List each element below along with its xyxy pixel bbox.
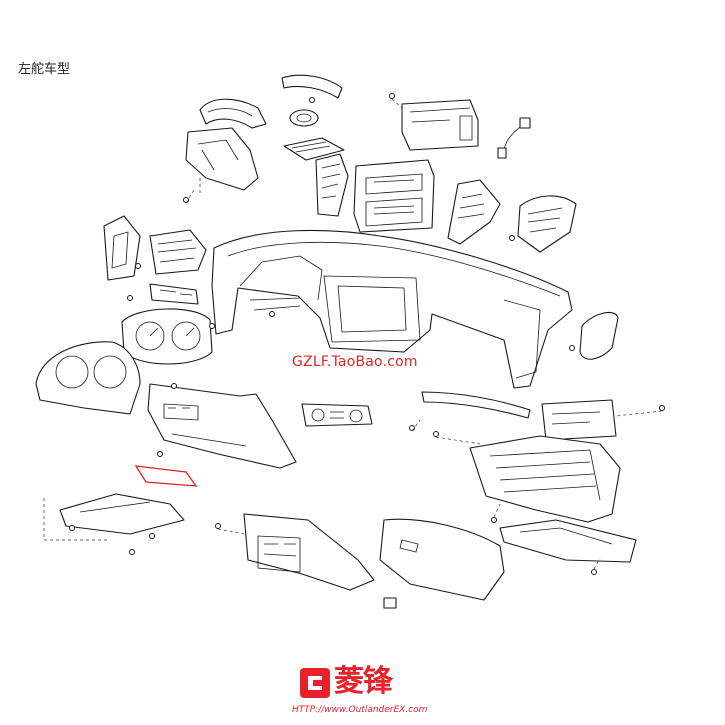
logo-url: HTTP://www.OutlanderEX.com <box>292 705 428 715</box>
meter-cluster <box>121 308 213 365</box>
diagram-caption: 左舵车型 <box>18 62 71 77</box>
glove-box-tray <box>499 519 637 563</box>
assembly-guides <box>185 189 663 570</box>
lower-center-console <box>243 513 375 591</box>
side-end-panel-right <box>579 311 619 360</box>
logo-glyph-icon <box>308 676 322 690</box>
switch-bezel-left <box>149 283 199 305</box>
defroster-grille <box>283 137 345 161</box>
meter-hood <box>35 341 141 415</box>
lower-panel-left <box>147 383 297 469</box>
column-cover-upper <box>199 98 267 129</box>
fasteners <box>69 197 665 575</box>
tweeter-speaker <box>289 109 319 127</box>
knee-bolster <box>43 493 185 541</box>
side-end-panel-left <box>103 215 141 281</box>
air-vent-center-right <box>447 179 501 245</box>
clip <box>383 597 397 609</box>
logo-text: 菱锋 <box>334 664 393 699</box>
mount-bracket <box>541 399 617 441</box>
glove-box-door <box>379 518 505 601</box>
logo-mark-icon <box>300 668 330 698</box>
top-center-trim <box>281 74 343 103</box>
audio-unit <box>389 93 479 151</box>
brand-logo: 菱锋 <box>300 664 428 706</box>
ac-control-panel <box>301 403 373 427</box>
air-vent-right <box>509 195 577 253</box>
antenna-cable <box>497 117 531 159</box>
air-vent-left <box>149 229 207 275</box>
watermark-text: GZLF.TaoBao.com <box>292 354 418 370</box>
glove-box-housing <box>469 435 621 523</box>
column-cover-lower <box>185 127 259 196</box>
center-panel <box>353 159 435 233</box>
instrument-panel-main <box>211 229 573 389</box>
fuse-cover <box>134 465 198 487</box>
dash-trim-strip <box>421 391 531 419</box>
air-vent-left-upper <box>315 153 349 217</box>
